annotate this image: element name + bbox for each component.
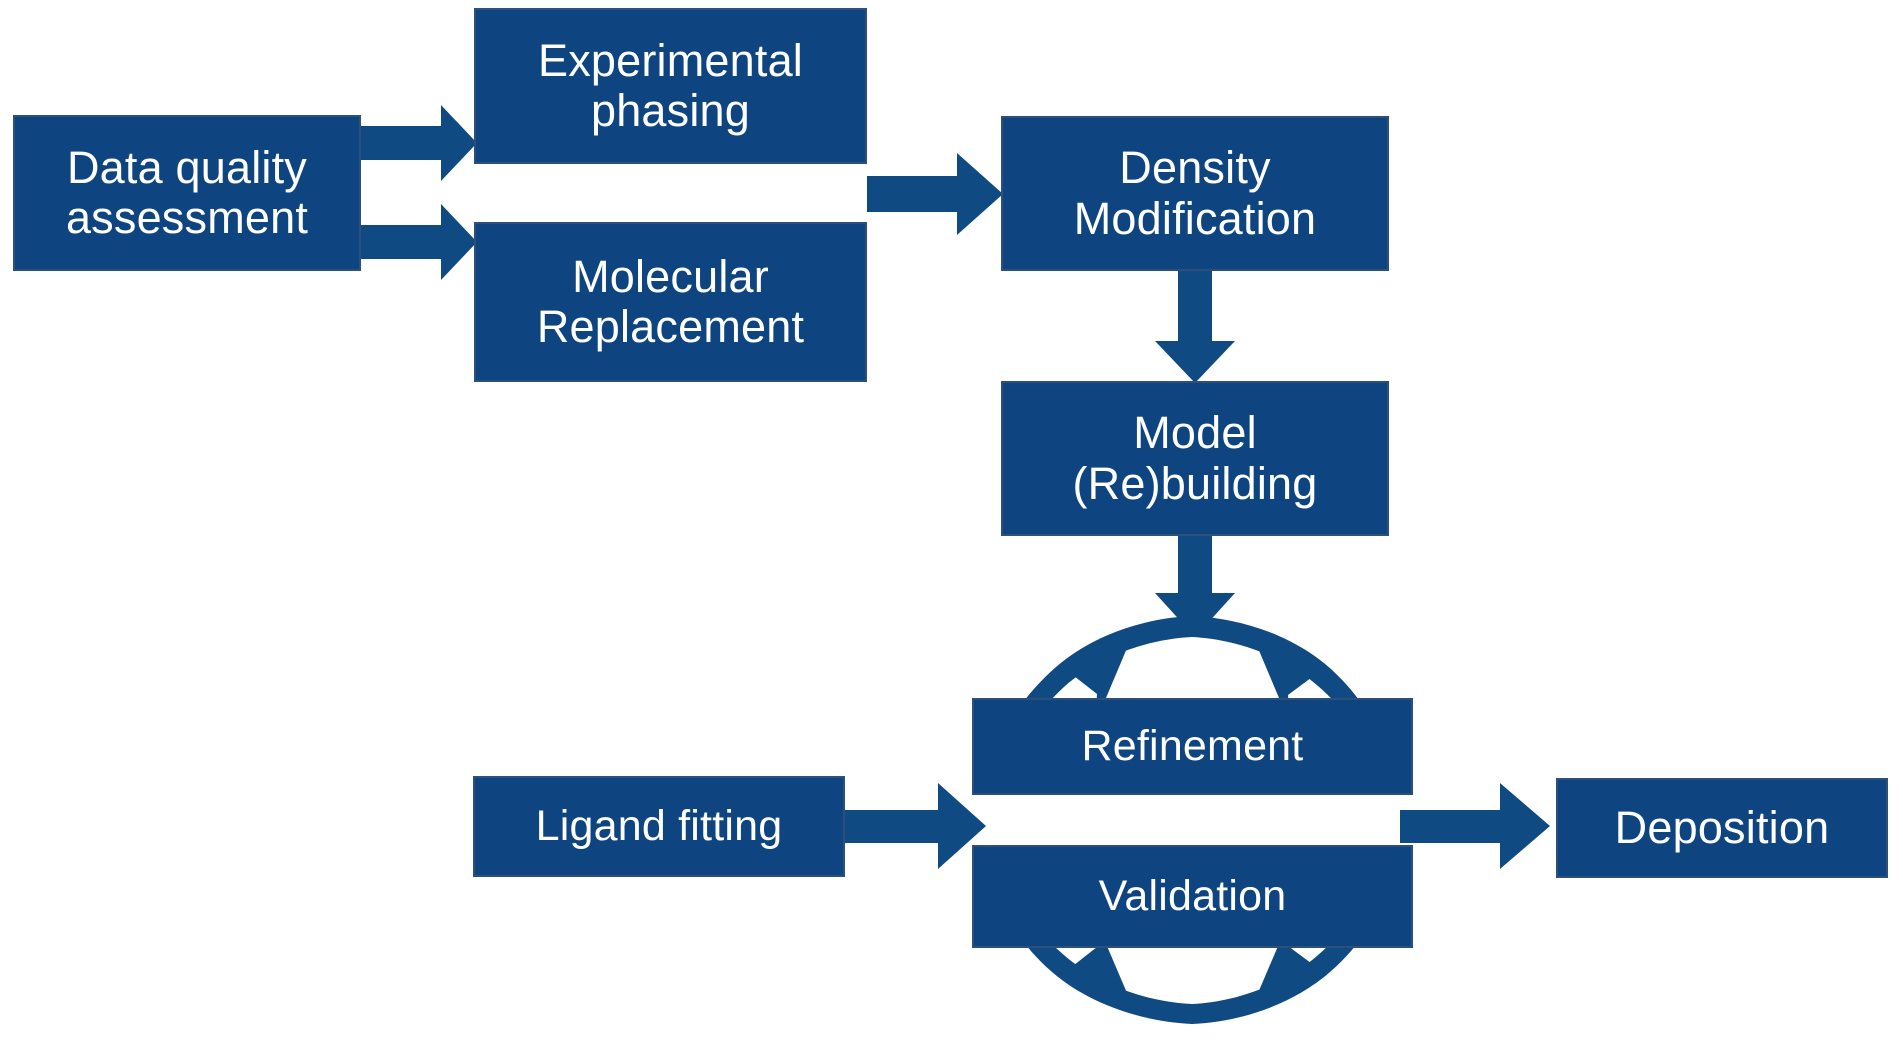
node-label-validation: Validation xyxy=(1098,872,1287,921)
arrow-ligand-fitting-to-refinement xyxy=(845,783,986,869)
node-deposition[interactable]: Deposition xyxy=(1556,778,1888,878)
node-label-experimental-phasing: Experimental phasing xyxy=(537,34,804,136)
node-model-rebuilding[interactable]: Model (Re)building xyxy=(1001,381,1389,536)
node-label-model-rebuilding: Model (Re)building xyxy=(1072,407,1318,509)
arrow-model-rebuilding-to-refinement xyxy=(1155,536,1235,637)
node-density-modification[interactable]: Density Modification xyxy=(1001,116,1389,271)
node-label-molecular-replacement: Molecular Replacement xyxy=(536,250,805,352)
node-molecular-replacement[interactable]: Molecular Replacement xyxy=(474,222,867,382)
node-label-ligand-fitting: Ligand fitting xyxy=(535,802,783,851)
arrow-phasing-to-density-modification xyxy=(867,153,1003,235)
node-experimental-phasing[interactable]: Experimental phasing xyxy=(474,8,867,164)
node-label-density-modification: Density Modification xyxy=(1073,142,1317,244)
node-label-refinement: Refinement xyxy=(1081,722,1304,771)
arrow-density-modification-to-model-rebuilding xyxy=(1155,271,1235,383)
node-validation[interactable]: Validation xyxy=(972,845,1413,948)
arrow-data-quality-to-experimental-phasing xyxy=(361,105,477,181)
node-label-deposition: Deposition xyxy=(1614,801,1830,853)
node-ligand-fitting[interactable]: Ligand fitting xyxy=(473,776,845,877)
arrow-data-quality-to-molecular-replacement xyxy=(361,204,477,280)
node-label-data-quality-assessment: Data quality assessment xyxy=(65,141,309,243)
node-data-quality-assessment[interactable]: Data quality assessment xyxy=(13,115,361,271)
arrow-validation-to-deposition xyxy=(1400,783,1550,869)
node-refinement[interactable]: Refinement xyxy=(972,698,1413,795)
